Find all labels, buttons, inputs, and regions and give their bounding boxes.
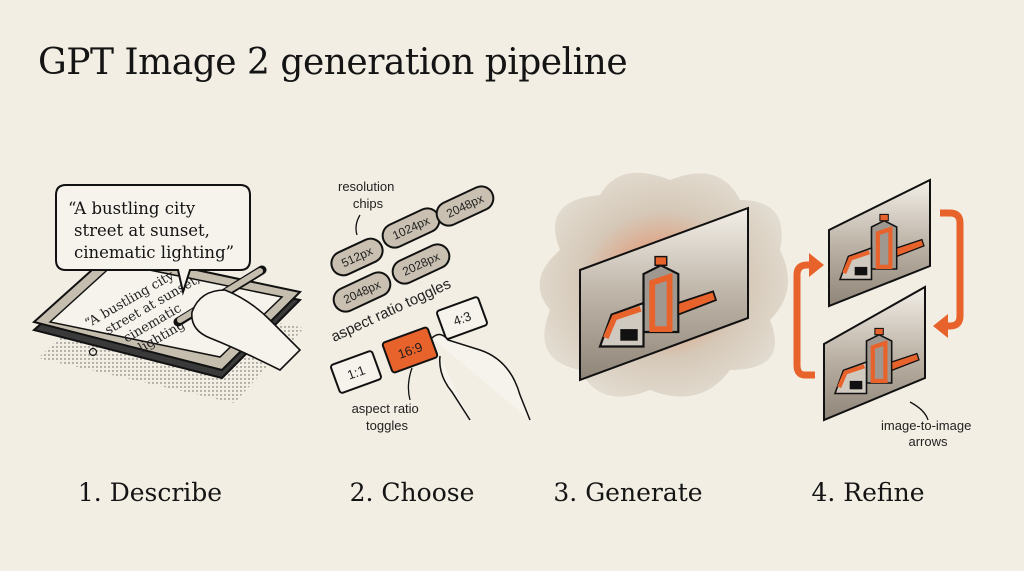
speech-line: cinematic lighting” bbox=[74, 243, 234, 262]
generate-illustration: 3. Generate bbox=[539, 172, 788, 507]
arrow-up-icon bbox=[793, 261, 815, 379]
page-title: GPT Image 2 generation pipeline bbox=[38, 42, 628, 83]
hand-pen-icon bbox=[173, 265, 302, 371]
step-label-generate: 3. Generate bbox=[553, 478, 702, 507]
svg-text:image-to-image arrows: image-to-image arrows bbox=[881, 418, 975, 449]
svg-text:1:1: 1:1 bbox=[345, 362, 367, 382]
aspect-toggle-16-9[interactable]: 16:9 bbox=[381, 326, 439, 374]
step-label-refine: 4. Refine bbox=[812, 478, 925, 507]
svg-text:“A bustling city street: “A bustling city street at sunset, cinem… bbox=[68, 199, 234, 262]
aspect-label: aspect ratio bbox=[352, 401, 419, 416]
speech-bubble bbox=[55, 184, 251, 296]
resolution-chip[interactable]: 2048px bbox=[330, 268, 395, 315]
step-label-describe: 1. Describe bbox=[78, 478, 222, 507]
aspect-toggle-4-3[interactable]: 4:3 bbox=[436, 296, 488, 340]
svg-text:4:3: 4:3 bbox=[451, 308, 473, 328]
choose-illustration: resolution chips 512px 1024px 2048px 204… bbox=[329, 179, 531, 507]
describe-illustration: “A bustling city street at sunset, cinem… bbox=[31, 184, 304, 507]
arrow-down-icon bbox=[940, 209, 964, 330]
speech-line: street at sunset, bbox=[74, 221, 210, 240]
svg-text:resolution chips: resolution chips bbox=[338, 179, 398, 211]
arrows-label: image-to-image bbox=[881, 418, 971, 433]
resolution-chip[interactable]: 2048px bbox=[433, 182, 498, 229]
aspect-label: toggles bbox=[366, 418, 408, 433]
refine-illustration: image-to-image arrows 4. Refine bbox=[793, 178, 975, 507]
arrows-label: arrows bbox=[908, 434, 948, 449]
aspect-toggle-1-1[interactable]: 1:1 bbox=[330, 350, 382, 394]
resolution-label: chips bbox=[353, 196, 384, 211]
svg-text:aspect ratio toggles: aspect ratio toggles bbox=[352, 401, 423, 433]
step-label-choose: 2. Choose bbox=[350, 478, 475, 507]
hand-pointer-icon bbox=[431, 333, 531, 421]
speech-line: “A bustling city bbox=[68, 199, 196, 218]
resolution-label: resolution bbox=[338, 179, 394, 194]
